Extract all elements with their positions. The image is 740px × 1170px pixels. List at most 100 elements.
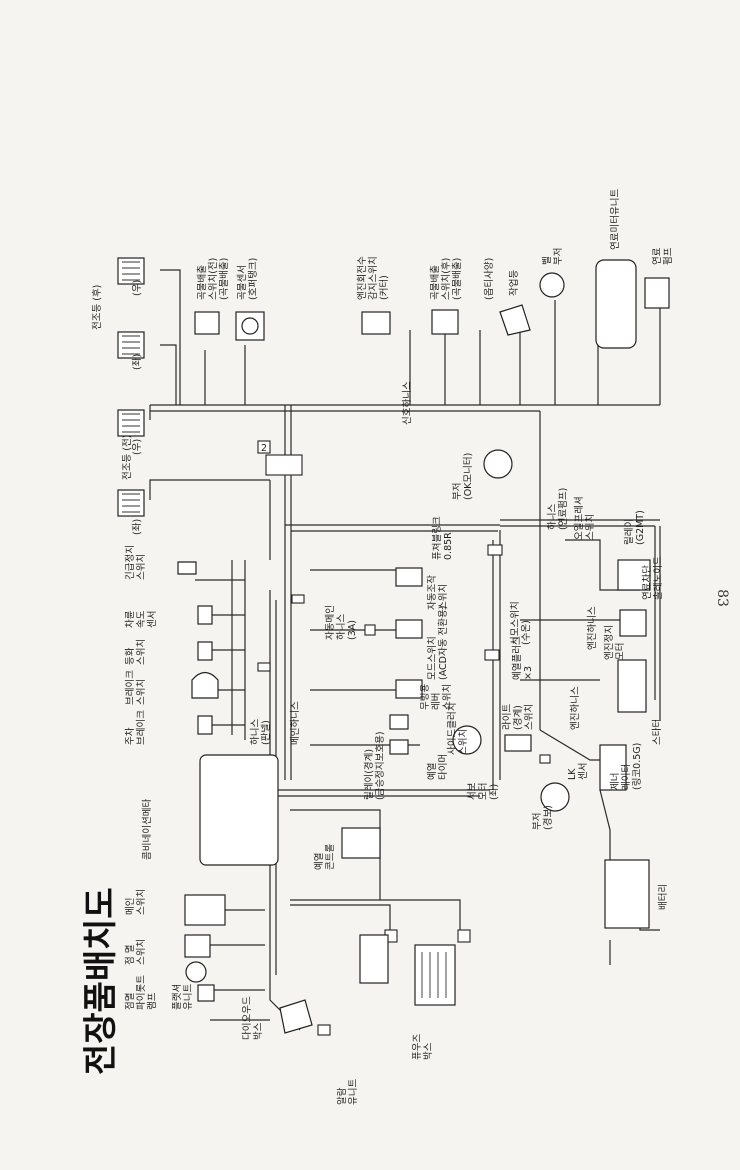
svg-text:스타터: 스타터 bbox=[652, 719, 663, 745]
svg-text:(호퍼탱크): (호퍼탱크) bbox=[248, 258, 259, 300]
svg-text:펌프: 펌프 bbox=[662, 247, 674, 265]
svg-text:모터: 모터 bbox=[615, 643, 626, 660]
svg-text:서보: 서보 bbox=[467, 782, 478, 800]
svg-text:(ACD자동 전환용): (ACD자동 전환용) bbox=[437, 606, 449, 680]
svg-text:램프: 램프 bbox=[146, 992, 158, 1010]
svg-text:릴레이: 릴레이 bbox=[624, 519, 635, 545]
svg-text:파이롯트: 파이롯트 bbox=[136, 975, 147, 1010]
svg-text:배터리: 배터리 bbox=[658, 884, 669, 910]
svg-text:감지스위치: 감지스위치 bbox=[367, 256, 379, 300]
svg-text:(좌): (좌) bbox=[132, 519, 143, 535]
svg-text:스위치: 스위치 bbox=[135, 679, 147, 705]
svg-text:(우): (우) bbox=[132, 439, 143, 455]
svg-text:연료차단: 연료차단 bbox=[641, 565, 653, 600]
svg-text:콘트롤: 콘트롤 bbox=[325, 844, 336, 870]
svg-text:(곡물배출): (곡물배출) bbox=[452, 258, 463, 300]
svg-text:예열: 예열 bbox=[314, 853, 325, 870]
rear-lamps bbox=[117, 257, 145, 517]
svg-text:(3A): (3A) bbox=[347, 620, 358, 640]
svg-text:메인: 메인 bbox=[125, 898, 136, 915]
svg-text:레버: 레버 bbox=[431, 693, 442, 710]
svg-text:무빙용: 무빙용 bbox=[420, 684, 431, 710]
svg-text:(OK모니터): (OK모니터) bbox=[463, 453, 474, 500]
svg-text:모드스위치: 모드스위치 bbox=[426, 636, 438, 680]
svg-text:부저: 부저 bbox=[452, 483, 463, 500]
svg-text:신호하니스: 신호하니스 bbox=[401, 381, 413, 425]
svg-text:하니스: 하니스 bbox=[249, 719, 261, 745]
svg-text:주차: 주차 bbox=[124, 727, 136, 745]
svg-text:부저: 부저 bbox=[553, 248, 564, 265]
svg-text:(우): (우) bbox=[132, 280, 143, 296]
svg-text:(경계): (경계) bbox=[512, 705, 524, 730]
svg-text:예열플러그: 예열플러그 bbox=[512, 636, 523, 680]
svg-text:스위치: 스위치 bbox=[437, 584, 449, 610]
svg-text:스위치: 스위치 bbox=[135, 639, 147, 665]
svg-text:점멸: 점멸 bbox=[124, 993, 136, 1010]
svg-text:사이드클러치: 사이드클러치 bbox=[446, 703, 458, 755]
svg-text:스위치: 스위치 bbox=[457, 729, 469, 755]
svg-text:연료: 연료 bbox=[652, 247, 663, 265]
labels-center: 예열 콘트롤 릴레이(경계) (금승정지보호용) 예열 타이머 무빙용 레버 스… bbox=[314, 453, 589, 870]
svg-text:(좌): (좌) bbox=[132, 354, 143, 370]
top-components bbox=[194, 259, 670, 349]
diagram-title: 전장품배치도 bbox=[81, 887, 121, 1075]
svg-text:메인하니스: 메인하니스 bbox=[289, 701, 301, 745]
svg-text:다이오우드: 다이오우드 bbox=[242, 996, 253, 1040]
svg-text:박스: 박스 bbox=[423, 1042, 434, 1060]
svg-text:하니스: 하니스 bbox=[335, 614, 347, 640]
svg-text:브레이크: 브레이크 bbox=[136, 710, 147, 745]
svg-text:긴급정지: 긴급정지 bbox=[125, 545, 136, 580]
svg-text:스위치(전): 스위치(전) bbox=[207, 258, 219, 300]
svg-text:솔레노이드: 솔레노이드 bbox=[653, 556, 664, 600]
svg-text:오일프레셔: 오일프레셔 bbox=[574, 496, 585, 540]
svg-text:속도: 속도 bbox=[136, 610, 147, 628]
svg-text:(수온): (수온) bbox=[521, 620, 532, 645]
svg-text:(곡물배출): (곡물배출) bbox=[219, 258, 230, 300]
svg-text:스위치: 스위치 bbox=[135, 939, 147, 965]
harness-wires bbox=[149, 269, 661, 1031]
svg-text:모터: 모터 bbox=[478, 783, 489, 800]
svg-text:(금승정지보호용): (금승정지보호용) bbox=[375, 731, 386, 800]
svg-text:타이머: 타이머 bbox=[438, 754, 449, 780]
svg-text:(링코0.5G): (링코0.5G) bbox=[631, 743, 643, 790]
svg-text:센서: 센서 bbox=[578, 763, 589, 780]
svg-text:스위치: 스위치 bbox=[135, 554, 147, 580]
svg-text:릴레이(경계): 릴레이(경계) bbox=[363, 749, 375, 800]
svg-text:벨: 벨 bbox=[542, 256, 553, 265]
svg-text:차륜: 차륜 bbox=[124, 610, 136, 628]
svg-text:2: 2 bbox=[261, 443, 267, 454]
svg-text:제너: 제너 bbox=[610, 773, 621, 790]
svg-text:센서: 센서 bbox=[147, 611, 158, 628]
svg-text:엔진정지: 엔진정지 bbox=[604, 625, 615, 660]
svg-text:퓨우즈: 퓨우즈 bbox=[412, 1034, 423, 1060]
svg-text:유니트: 유니트 bbox=[348, 1079, 359, 1105]
svg-text:예열: 예열 bbox=[427, 763, 438, 780]
svg-text:(G2MT): (G2MT) bbox=[635, 510, 646, 545]
svg-text:서모스위치: 서모스위치 bbox=[509, 601, 521, 645]
mid-components bbox=[177, 449, 651, 929]
labels-left-top: 점멸 파이롯트 램프 플랫셔 유니트 점 멸 스위치 메인 스위치 다이오우드 … bbox=[124, 545, 434, 1105]
svg-text:부저: 부저 bbox=[532, 813, 543, 830]
svg-text:작업등: 작업등 bbox=[508, 270, 520, 296]
harness-clips bbox=[254, 454, 551, 1036]
svg-text:(판넬): (판넬) bbox=[260, 720, 272, 745]
title-group: 전장품배치도 bbox=[81, 887, 121, 1075]
svg-text:스위치: 스위치 bbox=[135, 889, 147, 915]
svg-text:유니트: 유니트 bbox=[183, 984, 194, 1010]
svg-text:등화: 등화 bbox=[125, 647, 136, 665]
svg-text:레이터: 레이터 bbox=[621, 764, 632, 790]
svg-text:스위치: 스위치 bbox=[441, 684, 453, 710]
svg-text:연료미터유니트: 연료미터유니트 bbox=[610, 189, 621, 250]
svg-text:전조등 (전): 전조등 (전) bbox=[122, 435, 133, 480]
svg-text:×3: ×3 bbox=[523, 666, 534, 680]
left-components bbox=[184, 754, 456, 1034]
svg-text:브레이크: 브레이크 bbox=[125, 670, 136, 705]
svg-text:라이트: 라이트 bbox=[502, 704, 513, 730]
svg-text:0.85R: 0.85R bbox=[443, 532, 454, 560]
svg-text:엔진회전수: 엔진회전수 bbox=[357, 256, 368, 300]
svg-text:곡물배출: 곡물배출 bbox=[197, 265, 208, 300]
svg-text:자동메인: 자동메인 bbox=[325, 605, 336, 640]
labels-top: 신호하니스 (좌) (우) 전조등 (전) (좌) (우) 전조등 (후) 곡물… bbox=[92, 189, 674, 535]
